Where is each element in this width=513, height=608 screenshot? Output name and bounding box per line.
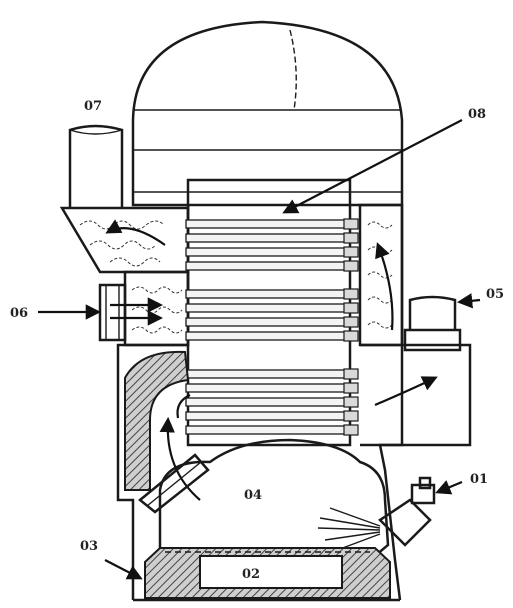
tube-end-cap — [343, 246, 359, 258]
smoke-box-left-lower — [123, 270, 190, 347]
fire-tube — [185, 289, 357, 299]
tube-end-cap — [343, 218, 359, 230]
fire-tube — [185, 261, 357, 271]
leader-arrows — [38, 119, 481, 580]
fire-tube — [185, 331, 357, 341]
tube-bundle — [185, 203, 359, 447]
refractory-lining — [124, 350, 190, 491]
label-02: 02 — [242, 567, 260, 582]
tube-end-cap — [343, 302, 359, 314]
grate-02 — [144, 547, 391, 599]
label-07: 07 — [84, 99, 102, 114]
tube-end-cap — [343, 410, 359, 422]
fire-tube — [185, 397, 357, 407]
inlet-06-flange — [98, 283, 164, 342]
smoke-box-left — [59, 206, 190, 274]
steam-dome — [131, 20, 404, 193]
outlet-05 — [360, 295, 472, 447]
tube-end-cap — [343, 368, 359, 380]
label-06: 06 — [10, 306, 28, 321]
chimney-07 — [68, 124, 124, 208]
tube-end-cap — [343, 396, 359, 408]
smoke-box-right — [358, 203, 404, 347]
tube-end-cap — [343, 232, 359, 244]
label-01: 01 — [470, 472, 488, 487]
fire-tube — [185, 383, 357, 393]
fire-tube — [185, 411, 357, 421]
feed-pipe — [138, 453, 210, 514]
burner-flame — [317, 507, 381, 553]
tube-end-cap — [343, 260, 359, 272]
tube-end-cap — [343, 424, 359, 436]
tube-end-cap — [343, 382, 359, 394]
fire-tube — [185, 317, 357, 327]
fire-tube — [185, 369, 357, 379]
fire-tube — [185, 219, 357, 229]
fire-tube — [185, 247, 357, 257]
fire-tube — [185, 233, 357, 243]
tube-end-cap — [343, 330, 359, 342]
label-05: 05 — [486, 287, 504, 302]
tube-end-cap — [343, 288, 359, 300]
label-08: 08 — [468, 107, 486, 122]
fire-tube — [185, 425, 357, 435]
fire-tube — [185, 303, 357, 313]
burner-01 — [317, 476, 436, 553]
label-04: 04 — [244, 488, 262, 503]
label-03: 03 — [80, 539, 98, 554]
tube-end-cap — [343, 316, 359, 328]
